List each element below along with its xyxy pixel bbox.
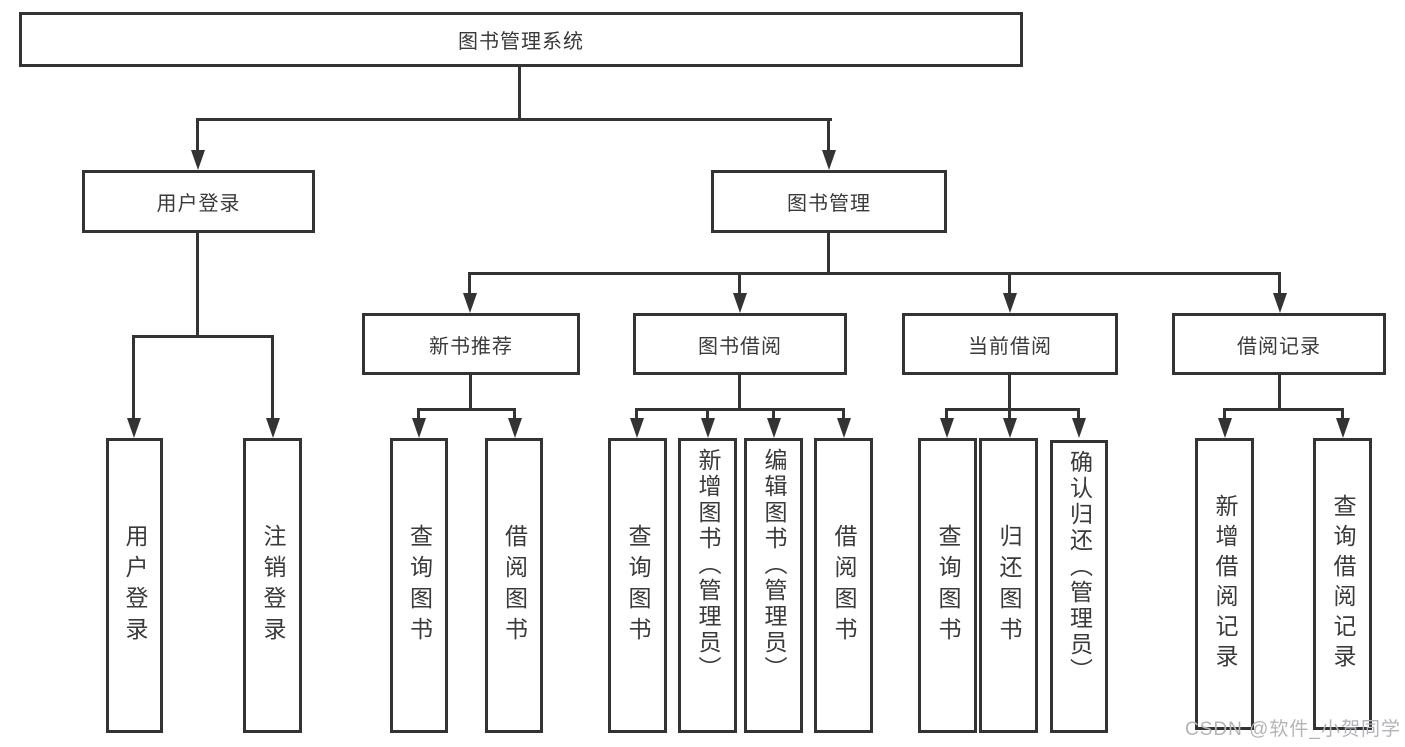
connector-line — [772, 408, 775, 418]
node-book-mgmt-label: 图书管理 — [787, 193, 871, 215]
leaf-borrow-books-1-label: 借阅图书 — [501, 523, 528, 648]
connector-line — [1008, 375, 1011, 408]
arrowhead-down-icon — [822, 150, 836, 170]
connector-line — [1008, 408, 1011, 418]
arrowhead-down-icon — [701, 418, 715, 438]
connector-line — [738, 272, 741, 293]
connector-line — [1223, 408, 1344, 411]
leaf-borrow-books-2: 借阅图书 — [814, 438, 873, 733]
connector-line — [417, 408, 516, 411]
node-new-books: 新书推荐 — [362, 313, 580, 375]
leaf-query-books-1: 查询图书 — [390, 438, 448, 733]
arrowhead-down-icon — [940, 418, 954, 438]
connector-line — [1341, 408, 1344, 418]
leaf-user-login: 用户登录 — [106, 438, 163, 733]
leaf-add-borrow-record: 新增借阅记录 — [1195, 438, 1254, 730]
leaf-add-book-admin-label: 新增图书（管理员） — [695, 448, 721, 682]
arrowhead-down-icon — [508, 418, 522, 438]
node-current-borrow-label: 当前借阅 — [968, 335, 1052, 358]
leaf-borrow-books-1: 借阅图书 — [485, 438, 543, 733]
leaf-query-books-3: 查询图书 — [918, 438, 977, 733]
connector-line — [417, 408, 420, 418]
leaf-confirm-return-admin-label: 确认归还（管理员） — [1066, 450, 1093, 684]
arrowhead-down-icon — [630, 418, 644, 438]
arrowhead-down-icon — [412, 418, 426, 438]
connector-line — [518, 67, 521, 118]
connector-line — [738, 375, 741, 408]
connector-line — [842, 408, 845, 418]
arrowhead-down-icon — [463, 293, 477, 313]
node-book-borrow-label: 图书借阅 — [698, 335, 782, 358]
leaf-logout-label: 注销登录 — [260, 523, 286, 648]
arrowhead-down-icon — [1273, 293, 1287, 313]
node-root-label: 图书管理系统 — [458, 31, 584, 53]
csdn-watermark: CSDN @软件_小贺同学 — [1185, 719, 1401, 740]
arrowhead-down-icon — [1072, 418, 1086, 438]
leaf-query-borrow-record-label: 查询借阅记录 — [1330, 494, 1356, 674]
leaf-query-books-1-label: 查询图书 — [406, 523, 433, 648]
connector-line — [1278, 272, 1281, 293]
connector-line — [827, 118, 830, 152]
connector-line — [513, 408, 516, 418]
leaf-query-books-2-label: 查询图书 — [625, 523, 651, 648]
arrowhead-down-icon — [1003, 418, 1017, 438]
arrowhead-down-icon — [191, 150, 205, 170]
connector-line — [132, 335, 274, 338]
connector-line — [469, 375, 472, 408]
node-book-mgmt: 图书管理 — [711, 170, 947, 233]
node-user-login-label: 用户登录 — [156, 193, 241, 215]
connector-line — [468, 272, 471, 293]
connector-line — [196, 118, 832, 121]
connector-line — [132, 335, 135, 418]
node-borrow-records: 借阅记录 — [1172, 313, 1386, 375]
node-root-system: 图书管理系统 — [19, 12, 1023, 67]
connector-line — [945, 408, 1080, 411]
leaf-logout: 注销登录 — [243, 438, 302, 733]
arrowhead-down-icon — [733, 293, 747, 313]
leaf-edit-book-admin: 编辑图书（管理员） — [744, 438, 803, 733]
arrowhead-down-icon — [127, 418, 141, 438]
connector-line — [1278, 375, 1281, 408]
arrowhead-down-icon — [767, 418, 781, 438]
connector-line — [271, 335, 274, 418]
arrowhead-down-icon — [1218, 418, 1232, 438]
leaf-query-borrow-record: 查询借阅记录 — [1313, 438, 1372, 730]
node-user-login: 用户登录 — [82, 170, 315, 233]
connector-line — [196, 233, 199, 335]
leaf-confirm-return-admin: 确认归还（管理员） — [1050, 440, 1108, 733]
connector-line — [1008, 272, 1011, 293]
leaf-add-borrow-record-label: 新增借阅记录 — [1212, 494, 1238, 674]
arrowhead-down-icon — [837, 418, 851, 438]
connector-line — [1223, 408, 1226, 418]
connector-line — [635, 408, 845, 411]
node-new-books-label: 新书推荐 — [429, 335, 513, 358]
leaf-query-books-2: 查询图书 — [608, 438, 667, 733]
arrowhead-down-icon — [1336, 418, 1350, 438]
connector-line — [1077, 408, 1080, 418]
leaf-return-books: 归还图书 — [979, 438, 1038, 733]
connector-line — [945, 408, 948, 418]
leaf-borrow-books-2-label: 借阅图书 — [831, 523, 857, 648]
leaf-add-book-admin: 新增图书（管理员） — [678, 438, 737, 733]
node-book-borrow: 图书借阅 — [633, 313, 847, 375]
arrowhead-down-icon — [266, 418, 280, 438]
connector-line — [827, 233, 830, 272]
connector-line — [635, 408, 638, 418]
connector-line — [196, 118, 199, 152]
node-borrow-records-label: 借阅记录 — [1237, 335, 1321, 358]
leaf-return-books-label: 归还图书 — [996, 523, 1022, 648]
node-current-borrow: 当前借阅 — [902, 313, 1118, 375]
leaf-edit-book-admin-label: 编辑图书（管理员） — [761, 448, 787, 682]
connector-line — [468, 272, 1281, 275]
leaf-query-books-3-label: 查询图书 — [935, 523, 961, 648]
leaf-user-login-label: 用户登录 — [122, 523, 148, 648]
arrowhead-down-icon — [1003, 293, 1017, 313]
connector-line — [706, 408, 709, 418]
